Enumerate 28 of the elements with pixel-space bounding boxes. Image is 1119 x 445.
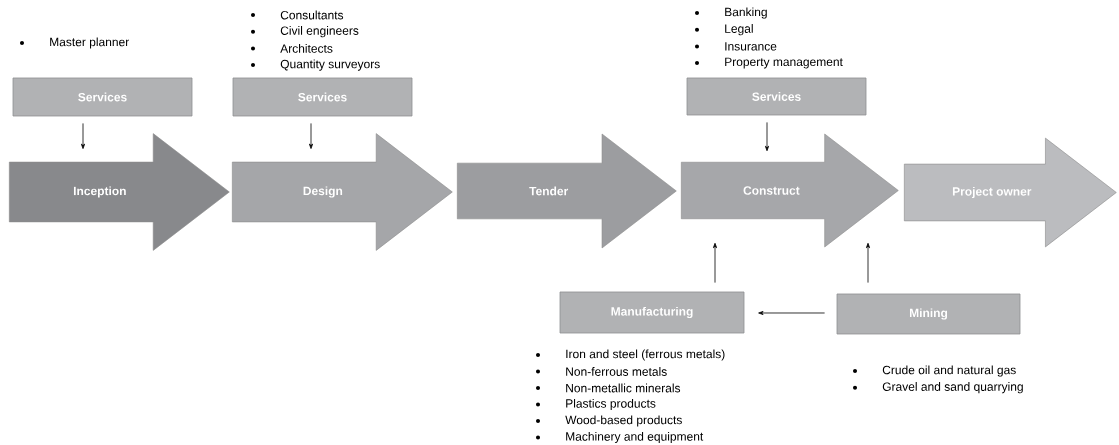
bullet-item: Quantity surveyors bbox=[251, 59, 380, 71]
bullet-item: Crude oil and natural gas bbox=[853, 365, 1016, 377]
bullet-item: Non-metallic minerals bbox=[536, 383, 681, 393]
bullet-item: Property management bbox=[695, 57, 843, 69]
bullet-item: Consultants bbox=[251, 10, 344, 20]
services-box: Services bbox=[232, 77, 413, 117]
arrow bbox=[866, 242, 870, 283]
services-box: Manufacturing bbox=[559, 291, 745, 334]
bullet-item: Plastics products bbox=[536, 398, 656, 411]
bullet-item: Wood-based products bbox=[536, 415, 682, 427]
services-box: Mining bbox=[836, 293, 1021, 335]
bullet-item: Machinery and equipment bbox=[536, 431, 704, 444]
bullet-item: Insurance bbox=[695, 42, 777, 51]
arrow bbox=[765, 122, 769, 152]
bullet-item: Architects bbox=[251, 44, 333, 53]
arrow bbox=[758, 311, 825, 315]
services-box: Services bbox=[686, 77, 867, 116]
bullet-item: Gravel and sand quarrying bbox=[853, 382, 1023, 394]
services-box: Services bbox=[12, 77, 193, 117]
bullet-item: Banking bbox=[695, 7, 767, 19]
bullet-item: Master planner bbox=[20, 37, 129, 49]
bullet-item: Civil engineers bbox=[251, 26, 359, 38]
bullet-item: Iron and steel (ferrous metals) bbox=[536, 349, 725, 361]
arrow bbox=[713, 242, 717, 283]
arrow bbox=[309, 123, 313, 149]
bullet-item: Non-ferrous metals bbox=[536, 367, 667, 376]
arrow bbox=[81, 123, 86, 149]
bullet-item: Legal bbox=[695, 24, 753, 36]
